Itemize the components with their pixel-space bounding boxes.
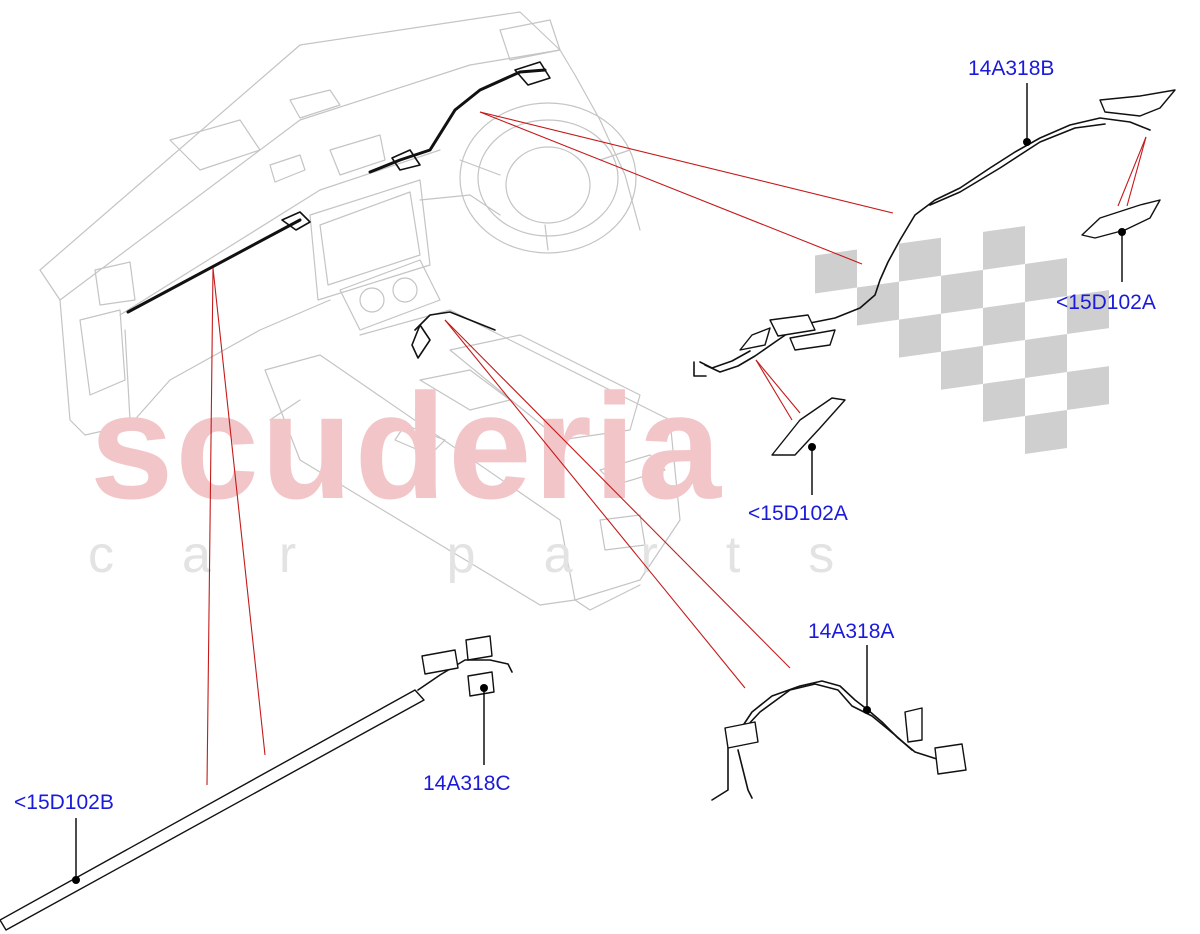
leader-lines-red [206, 111, 1147, 786]
dashboard-installed-harnesses [126, 61, 551, 359]
part-label-14A318C: 14A318C [423, 772, 511, 795]
part-label-15D102B: <15D102B [14, 791, 114, 814]
part-label-15D102A-lower: <15D102A [748, 502, 848, 525]
watermark-brand: scuderia [90, 362, 723, 530]
harness-14A318B [693, 89, 1176, 456]
watermark-tagline: car parts [88, 526, 902, 584]
leader-lines-black [72, 83, 1126, 884]
checkered-flag-watermark [815, 225, 1109, 454]
dashboard-outline [39, 11, 681, 611]
harness-14A318C [0, 635, 513, 931]
part-label-14A318B: 14A318B [968, 57, 1054, 80]
harness-14A318A [711, 680, 967, 801]
part-label-14A318A: 14A318A [808, 620, 894, 643]
part-label-15D102A-upper: <15D102A [1056, 291, 1156, 314]
